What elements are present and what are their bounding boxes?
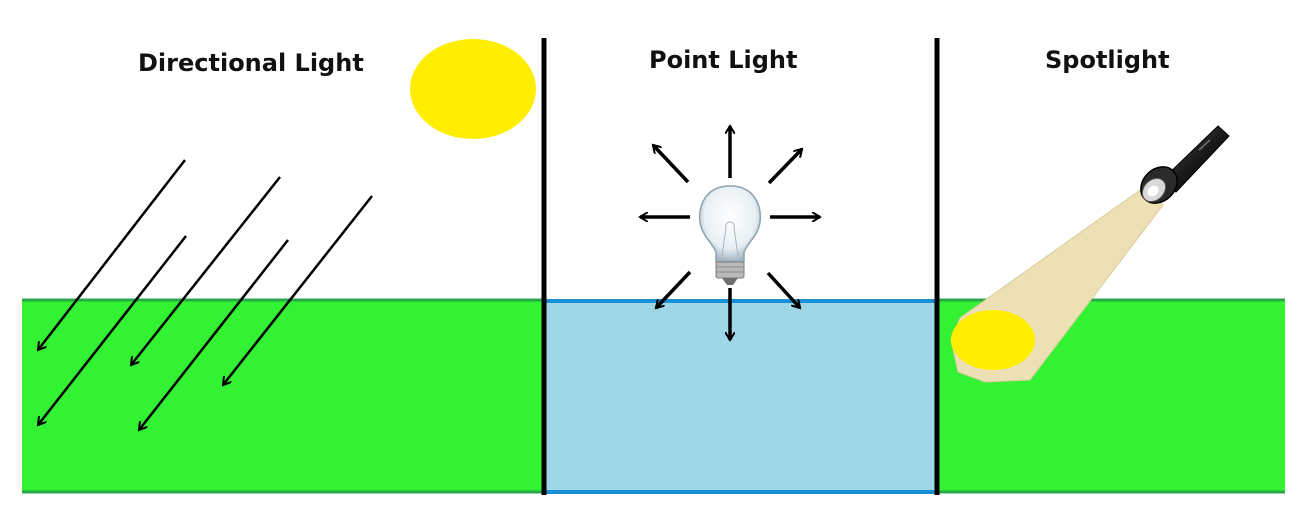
- directional-ray: [38, 235, 187, 425]
- sun-icon: [410, 39, 536, 139]
- point-ray-down-left: [656, 270, 692, 308]
- flashlight-icon: [1140, 125, 1230, 204]
- directional-light-title: Directional Light: [138, 49, 364, 77]
- point-light-title: Point Light: [649, 46, 798, 74]
- point-ray-up-right: [767, 149, 802, 185]
- directional-ray: [139, 239, 289, 430]
- ground-left: [22, 299, 544, 493]
- ground-middle: [544, 299, 937, 493]
- directional-ray: [131, 176, 281, 365]
- lightbulb-icon: [698, 185, 762, 285]
- point-ray-up-left: [653, 145, 690, 184]
- point-ray-down-right: [766, 271, 802, 308]
- directional-rays: [38, 159, 373, 430]
- point-rays: [640, 126, 820, 340]
- directional-ray: [223, 195, 373, 385]
- spotlight-title: Spotlight: [1045, 46, 1170, 74]
- spotlight-spot: [951, 310, 1035, 370]
- directional-ray: [38, 159, 186, 350]
